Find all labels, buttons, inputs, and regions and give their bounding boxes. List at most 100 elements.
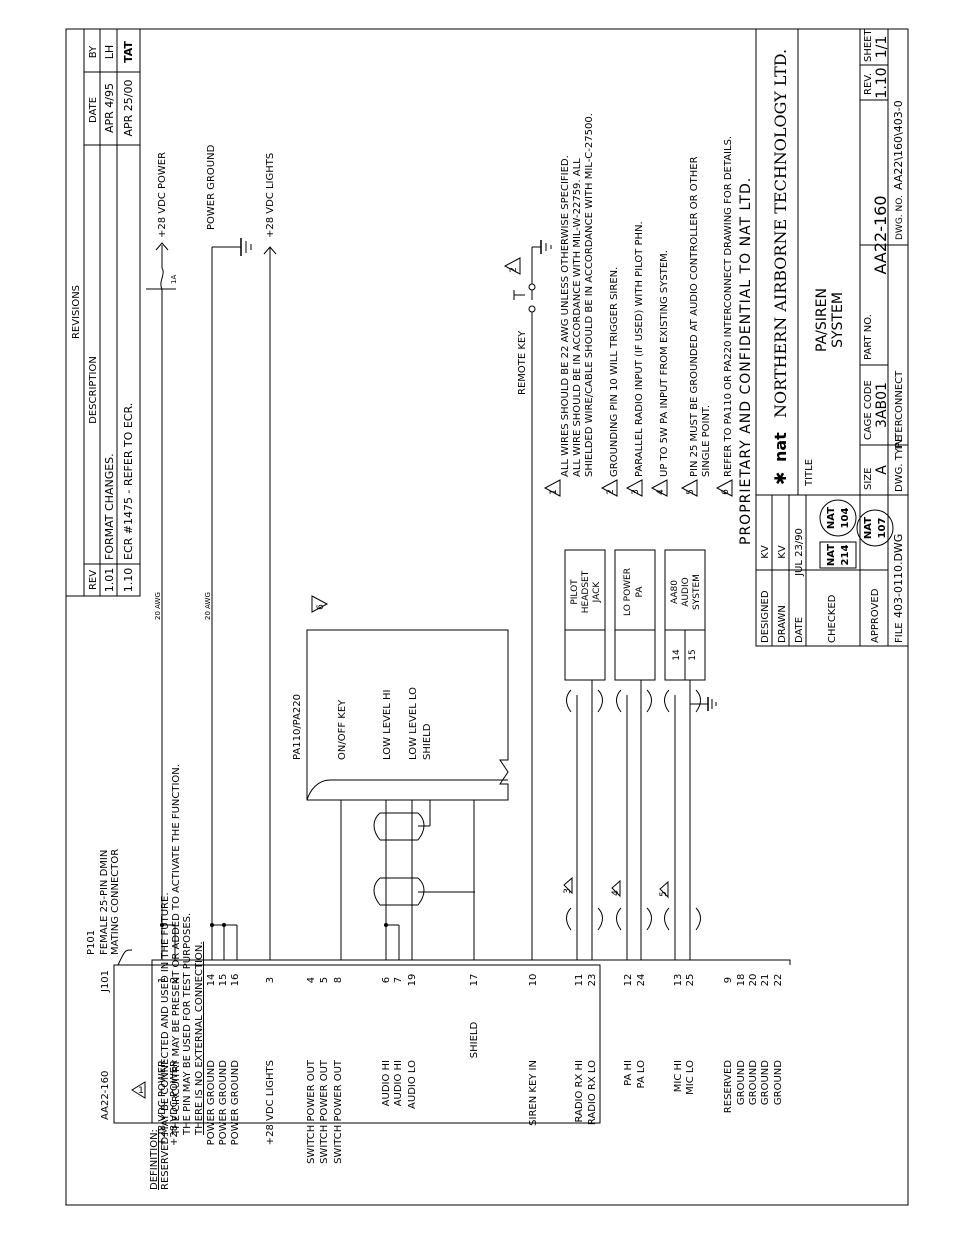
pin-number-11: 11 xyxy=(574,974,585,987)
pin-number-7: 7 xyxy=(393,977,404,983)
pin-number-16: 16 xyxy=(230,974,241,987)
note-6-line-1: REFER TO PA110 OR PA220 INTERCONNECT DRA… xyxy=(723,136,734,477)
flag-triangle-1 xyxy=(131,1081,146,1099)
svg-text:NAT: NAT xyxy=(863,517,874,539)
definition-line-3: THE PIN MAY BE USED FOR TEST PURPOSES. xyxy=(182,913,193,1136)
note-2-line-1: GROUNDING PIN 10 WILL TRIGGER SIREN. xyxy=(609,267,620,477)
svg-text:104: 104 xyxy=(840,508,851,529)
drawing-title-1: PA/SIREN xyxy=(814,288,830,352)
definition-line-2: THE CIRCUITRY MAY BE PRESENT OR ADDED TO… xyxy=(171,764,182,1136)
svg-text:DRAWN: DRAWN xyxy=(777,605,788,643)
inspection-stamp: NAT 104 xyxy=(819,499,857,537)
part-number: AA22-160 xyxy=(871,195,890,274)
svg-text:2: 2 xyxy=(606,489,616,495)
drawing-number: AA22\160\403-0 xyxy=(892,100,905,190)
pin-number-24: 24 xyxy=(636,974,647,987)
pin-label-7: AUDIO HI xyxy=(393,1060,404,1106)
aa80-pin-14: 14 xyxy=(672,649,682,661)
pin-list: +28 VDC POWER 1 +28 VDC POWER 2 POWER GR… xyxy=(157,974,784,1164)
note-3-line-1: PARALLEL RADIO INPUT (IF USED) WITH PILO… xyxy=(634,221,645,477)
title-block: PROPRIETARY AND CONFIDENTIAL TO NAT LTD.… xyxy=(738,28,909,647)
pin-label-9: RESERVED xyxy=(723,1060,734,1113)
sheet-number: 1/1 xyxy=(874,36,890,59)
pin-number-13: 13 xyxy=(673,974,684,987)
svg-text:APPROVED: APPROVED xyxy=(870,588,881,643)
asterisk-icon: ✱ xyxy=(771,472,790,485)
pin-number-6: 6 xyxy=(381,977,392,983)
pin-label-13: MIC HI xyxy=(673,1060,684,1092)
flag-triangle-4 xyxy=(611,879,621,898)
pin-label-10: SIREN KEY IN xyxy=(528,1060,539,1126)
svg-text:CAGE CODE: CAGE CODE xyxy=(863,380,874,440)
flag-1: 1 xyxy=(138,1086,144,1096)
plug-desc-1: FEMALE 25-PIN DMIN xyxy=(99,850,110,955)
svg-text:4: 4 xyxy=(656,489,666,495)
pin-label-25: MIC LO xyxy=(685,1060,696,1095)
pin-label-6: AUDIO HI xyxy=(381,1060,392,1106)
flag-triangle-6 xyxy=(311,595,329,613)
sheet-size: A xyxy=(874,465,890,475)
pin-label-8: SWITCH POWER OUT xyxy=(333,1059,344,1164)
note-5-line-1: PIN 25 MUST BE GROUNDED AT AUDIO CONTROL… xyxy=(689,156,700,477)
svg-text:TITLE: TITLE xyxy=(804,459,815,487)
pa-unit: PA110/PA220 ON/OFF KEY LOW LEVEL HI LOW … xyxy=(292,595,509,801)
pin-number-20: 20 xyxy=(748,974,759,987)
pin-label-17: SHIELD xyxy=(469,1021,480,1058)
pin-number-14: 14 xyxy=(206,974,217,987)
note-5-line-2: SINGLE POINT. xyxy=(701,405,712,477)
flag-triangle-2 xyxy=(503,257,521,275)
pin-label-3: +28 VDC LIGHTS xyxy=(265,1060,276,1145)
svg-text:107: 107 xyxy=(877,518,888,539)
svg-text:SHEET: SHEET xyxy=(863,28,874,62)
connector-outline xyxy=(151,959,791,965)
pin-number-8: 8 xyxy=(333,977,344,983)
proprietary-notice: PROPRIETARY AND CONFIDENTIAL TO NAT LTD. xyxy=(738,177,754,545)
pin-label-16: POWER GROUND xyxy=(230,1060,241,1146)
aa80-line-2: AUDIO xyxy=(681,577,691,606)
pin-number-17: 17 xyxy=(469,974,480,987)
fuse-rating: 1A xyxy=(170,275,178,284)
svg-text:REV.: REV. xyxy=(863,73,874,95)
power-28-label: +28 VDC POWER xyxy=(157,152,168,238)
pin-number-21: 21 xyxy=(760,974,771,987)
rev-row-2-by: TAT xyxy=(122,41,135,63)
note-1-line-2: ALL WIRE SHOULD BE IN ACCORDANCE WITH MI… xyxy=(572,158,583,477)
cage-code: 3AB01 xyxy=(874,382,890,428)
pin-number-18: 18 xyxy=(736,974,747,987)
definition-term: RESERVED: xyxy=(160,1133,171,1190)
lo-power-line-1: LO POWER xyxy=(623,568,633,616)
plug-label: P101 xyxy=(86,930,97,955)
unit-outline xyxy=(113,964,601,1124)
power-ground-label: POWER GROUND xyxy=(206,144,217,230)
aa80-pin-15: 15 xyxy=(688,649,698,660)
rev-row-2-date: APR 25/00 xyxy=(122,80,135,137)
pin-label-18: GROUND xyxy=(736,1060,747,1105)
pin-label-24: PA LO xyxy=(636,1060,647,1089)
lights-28-label: +28 VDC LIGHTS xyxy=(265,153,276,238)
revisions-block: REVISIONS REV DESCRIPTION DATE BY 1.01 F… xyxy=(66,28,141,597)
svg-text:DESIGNED: DESIGNED xyxy=(760,590,771,643)
pin-label-4: SWITCH POWER OUT xyxy=(306,1059,317,1164)
lo-power-pa-box xyxy=(614,549,656,681)
flag-3: 3 xyxy=(563,888,573,894)
definition-heading: DEFINITION: xyxy=(149,1129,160,1190)
pa-on-off-key: ON/OFF KEY xyxy=(337,699,348,760)
wire-gauge-b: 20 AWG xyxy=(204,592,212,620)
aa80-line-1: AA80 xyxy=(670,580,680,604)
drawing-title-2: SYSTEM xyxy=(830,292,846,348)
rev-row-1-rev: 1.01 xyxy=(103,568,116,593)
pa-low-level-lo: LOW LEVEL LO xyxy=(408,687,419,760)
svg-text:DWG. TYPE: DWG. TYPE xyxy=(894,436,905,492)
flag-triangle-3 xyxy=(563,876,573,895)
company-name: NORTHERN AIRBORNE TECHNOLOGY LTD. xyxy=(771,49,790,418)
svg-text:6: 6 xyxy=(721,489,731,495)
pin-label-11: RADIO RX HI xyxy=(574,1060,585,1123)
pin-label-14: POWER GROUND xyxy=(206,1060,217,1146)
unit-box: 1 AA22-160 J101 P101 FEMALE 25-PIN DMIN … xyxy=(86,849,601,1124)
flag-2: 2 xyxy=(509,267,519,273)
rev-row-2-description: ECR #1475 - REFER TO ECR. xyxy=(122,403,135,560)
logo-text: nat xyxy=(771,432,790,462)
svg-text:DWG. NO.: DWG. NO. xyxy=(895,195,905,240)
file-name: 403-0110.DWG xyxy=(892,534,905,618)
